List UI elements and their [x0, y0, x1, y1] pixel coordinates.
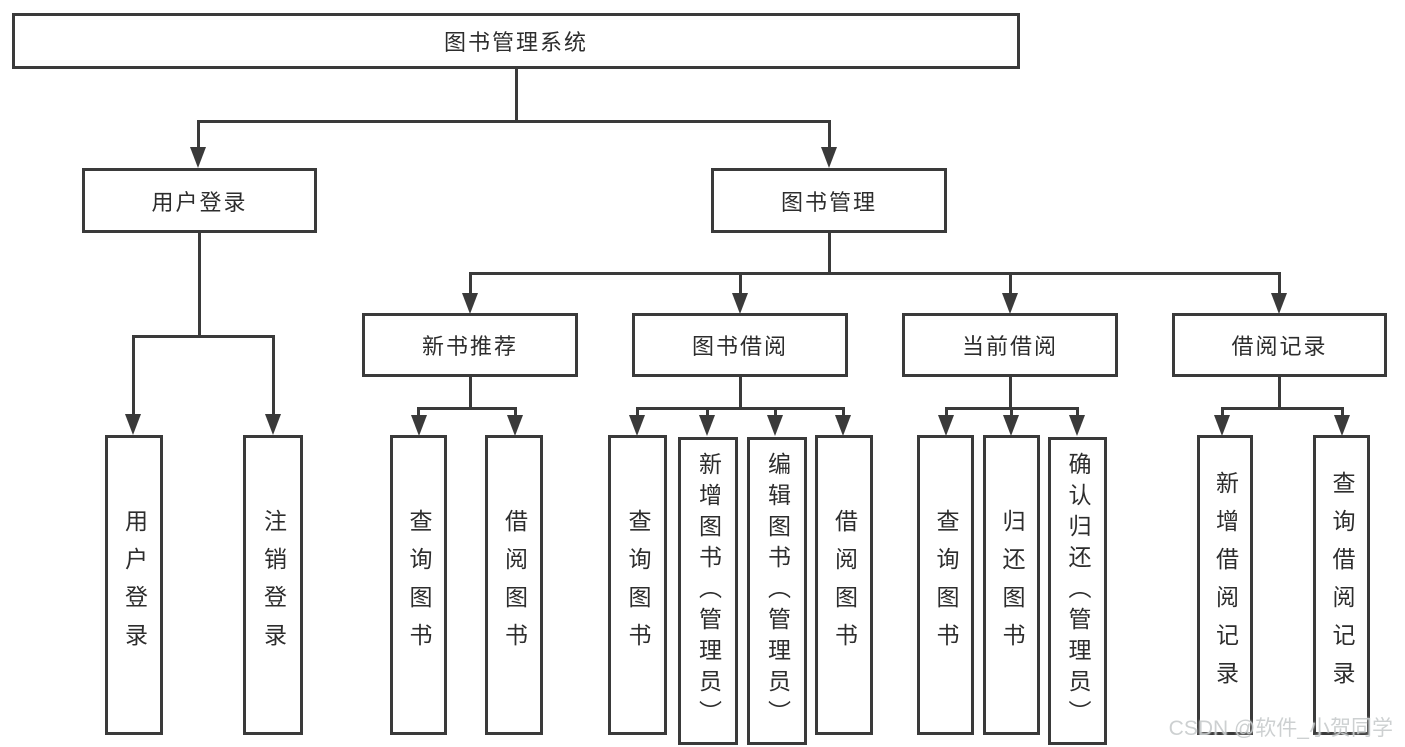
- leaf-query-books-borrow: 查询图书: [608, 435, 667, 735]
- leaf-label: 归还图书: [999, 509, 1025, 661]
- leaf-label: 借阅图书: [831, 509, 858, 661]
- arrowhead: [629, 415, 645, 436]
- leaf-label: 查询借阅记录: [1329, 471, 1355, 699]
- arrowhead: [1002, 293, 1018, 314]
- node-label: 借阅记录: [1231, 334, 1328, 359]
- node-book-management: 图书管理: [711, 168, 947, 233]
- arrowhead: [767, 415, 783, 436]
- node-label: 当前借阅: [961, 334, 1058, 359]
- connector-line: [1278, 377, 1281, 409]
- leaf-label: 借阅图书: [501, 509, 528, 661]
- arrowhead: [1069, 415, 1085, 436]
- connector-line: [1278, 272, 1281, 296]
- connector-line: [1009, 377, 1012, 409]
- node-borrowing-records: 借阅记录: [1172, 313, 1387, 377]
- arrowhead: [1003, 415, 1019, 436]
- arrowhead: [699, 415, 715, 436]
- connector-line: [197, 120, 200, 152]
- csdn-watermark: CSDN @软件_小贺同学: [1168, 717, 1393, 740]
- arrowhead: [1334, 415, 1350, 436]
- connector-line: [774, 407, 777, 419]
- connector-line: [469, 272, 472, 296]
- connector-line: [828, 120, 831, 152]
- arrowhead: [835, 415, 851, 436]
- arrowhead: [821, 147, 837, 168]
- connector-line: [1009, 272, 1012, 296]
- connector-line: [1341, 407, 1344, 419]
- connector-line: [1221, 407, 1224, 419]
- connector-line: [469, 272, 1281, 275]
- leaf-label: 编辑图书（管理员）: [764, 451, 791, 731]
- leaf-logout: 注销登录: [243, 435, 303, 735]
- connector-line: [945, 407, 948, 419]
- node-root-label: 图书管理系统: [443, 30, 588, 55]
- arrowhead: [732, 293, 748, 314]
- leaf-label: 用户登录: [121, 509, 148, 661]
- leaf-return-book: 归还图书: [983, 435, 1040, 735]
- node-user-login: 用户登录: [82, 168, 317, 233]
- arrowhead: [938, 415, 954, 436]
- connector-line: [132, 335, 135, 417]
- arrowhead: [265, 414, 281, 435]
- connector-line: [272, 335, 275, 417]
- leaf-edit-book-admin: 编辑图书（管理员）: [747, 437, 807, 745]
- connector-line: [198, 233, 201, 337]
- arrowhead: [125, 414, 141, 435]
- connector-line: [739, 272, 742, 296]
- arrowhead: [1214, 415, 1230, 436]
- leaf-label: 注销登录: [260, 509, 287, 661]
- arrowhead: [507, 415, 523, 436]
- leaf-label: 新增借阅记录: [1212, 471, 1239, 699]
- connector-line: [132, 335, 275, 338]
- connector-line: [739, 377, 742, 409]
- connector-line: [197, 120, 831, 123]
- leaf-query-books-current: 查询图书: [917, 435, 974, 735]
- connector-line: [514, 407, 517, 419]
- arrowhead: [190, 147, 206, 168]
- leaf-user-login: 用户登录: [105, 435, 163, 735]
- node-label: 图书借阅: [691, 334, 788, 359]
- leaf-borrow-books: 借阅图书: [815, 435, 873, 735]
- node-label: 图书管理: [780, 189, 877, 215]
- leaf-query-books-recommend: 查询图书: [390, 435, 447, 735]
- node-new-book-recommend: 新书推荐: [362, 313, 578, 377]
- leaf-label: 查询图书: [625, 509, 651, 661]
- connector-line: [515, 69, 518, 120]
- leaf-label: 新增图书（管理员）: [695, 451, 722, 731]
- leaf-add-book-admin: 新增图书（管理员）: [678, 437, 738, 745]
- leaf-query-borrow-record: 查询借阅记录: [1313, 435, 1370, 735]
- leaf-add-borrow-record: 新增借阅记录: [1197, 435, 1253, 735]
- leaf-label: 确认归还（管理员）: [1065, 451, 1091, 731]
- node-label: 用户登录: [151, 189, 248, 215]
- connector-line: [417, 407, 517, 410]
- connector-line: [469, 377, 472, 409]
- node-book-borrowing: 图书借阅: [632, 313, 848, 377]
- leaf-label: 查询图书: [406, 509, 432, 661]
- connector-line: [636, 407, 845, 410]
- node-root: 图书管理系统: [12, 13, 1020, 69]
- leaf-confirm-return-admin: 确认归还（管理员）: [1048, 437, 1107, 745]
- arrowhead: [1271, 293, 1287, 314]
- connector-line: [1221, 407, 1344, 410]
- connector-line: [1076, 407, 1079, 419]
- connector-line: [706, 407, 709, 419]
- connector-line: [636, 407, 639, 419]
- connector-line: [828, 233, 831, 274]
- arrowhead: [462, 293, 478, 314]
- arrowhead: [411, 415, 427, 436]
- leaf-borrow-books-recommend: 借阅图书: [485, 435, 543, 735]
- node-label: 新书推荐: [421, 334, 518, 359]
- connector-line: [842, 407, 845, 419]
- connector-line: [417, 407, 420, 419]
- node-current-borrowing: 当前借阅: [902, 313, 1118, 377]
- leaf-label: 查询图书: [933, 509, 959, 661]
- connector-line: [1010, 407, 1013, 419]
